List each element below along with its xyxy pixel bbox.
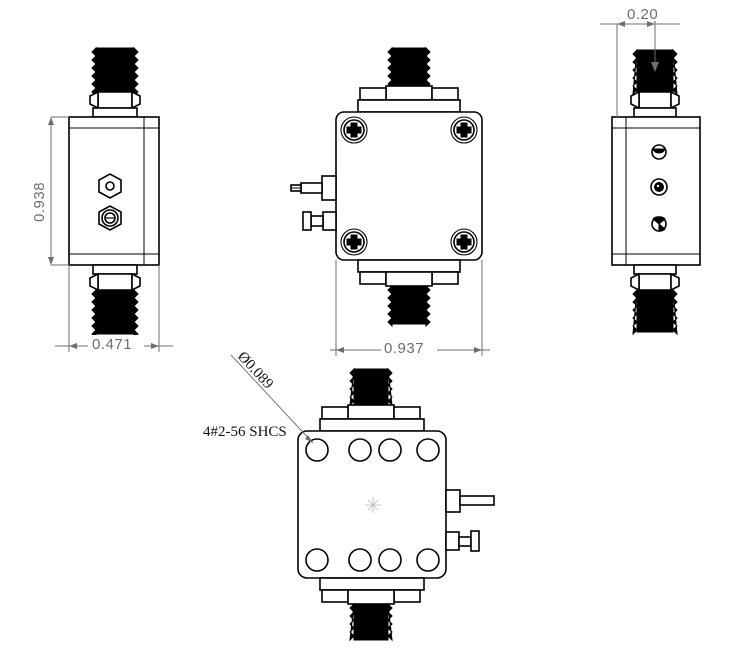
bottom-side-pin-short <box>445 530 480 552</box>
top-view-connector-bottom <box>357 259 461 328</box>
side-view: 0.20 <box>600 4 701 336</box>
dimension-label-020: 0.20 <box>627 6 658 23</box>
adjust-screw-upper <box>651 144 667 160</box>
center-mark <box>365 497 381 513</box>
dimension-front-width: 0.471 <box>55 265 173 353</box>
front-view: 0.938 0.471 <box>31 46 173 353</box>
sma-connector-top <box>89 46 141 118</box>
side-view-connector-bottom <box>630 264 680 336</box>
mounting-hole-row-bottom <box>305 548 440 572</box>
bottom-view-connector-top <box>319 367 425 432</box>
phillips-screw-top-left <box>340 116 368 144</box>
side-pin-short <box>302 211 337 231</box>
sma-connector-bottom <box>89 264 141 340</box>
dimension-label-0471: 0.471 <box>92 336 132 353</box>
top-view: 0.937 <box>290 46 490 357</box>
bottom-view: Ø0.089 4#2-56 SHCS <box>203 349 495 642</box>
hole-callout: Ø0.089 4#2-56 SHCS <box>203 349 314 444</box>
dimension-label-0937: 0.937 <box>384 340 424 357</box>
bottom-side-pin-long <box>445 489 495 513</box>
adjust-screw-middle <box>650 178 668 196</box>
bottom-view-connector-bottom <box>319 577 425 642</box>
top-view-connector-top <box>357 46 461 113</box>
phillips-screw-bottom-left <box>340 228 368 256</box>
phillips-screw-bottom-right <box>450 228 478 256</box>
dimension-front-height: 0.938 <box>31 116 69 266</box>
side-pin-long <box>290 175 337 201</box>
dimension-top-width: 0.937 <box>330 260 490 357</box>
mounting-hole-row-top <box>305 438 440 462</box>
phillips-screw-top-right <box>450 116 478 144</box>
dimension-label-0938: 0.938 <box>31 182 48 222</box>
hex-fitting-upper <box>98 173 122 199</box>
hex-fitting-lower <box>98 205 122 231</box>
fastener-callout-label: 4#2-56 SHCS <box>203 424 287 440</box>
dimension-side-offset: 0.20 <box>600 4 680 117</box>
hole-diameter-label: Ø0.089 <box>234 349 276 393</box>
adjust-screw-lower <box>651 216 667 232</box>
